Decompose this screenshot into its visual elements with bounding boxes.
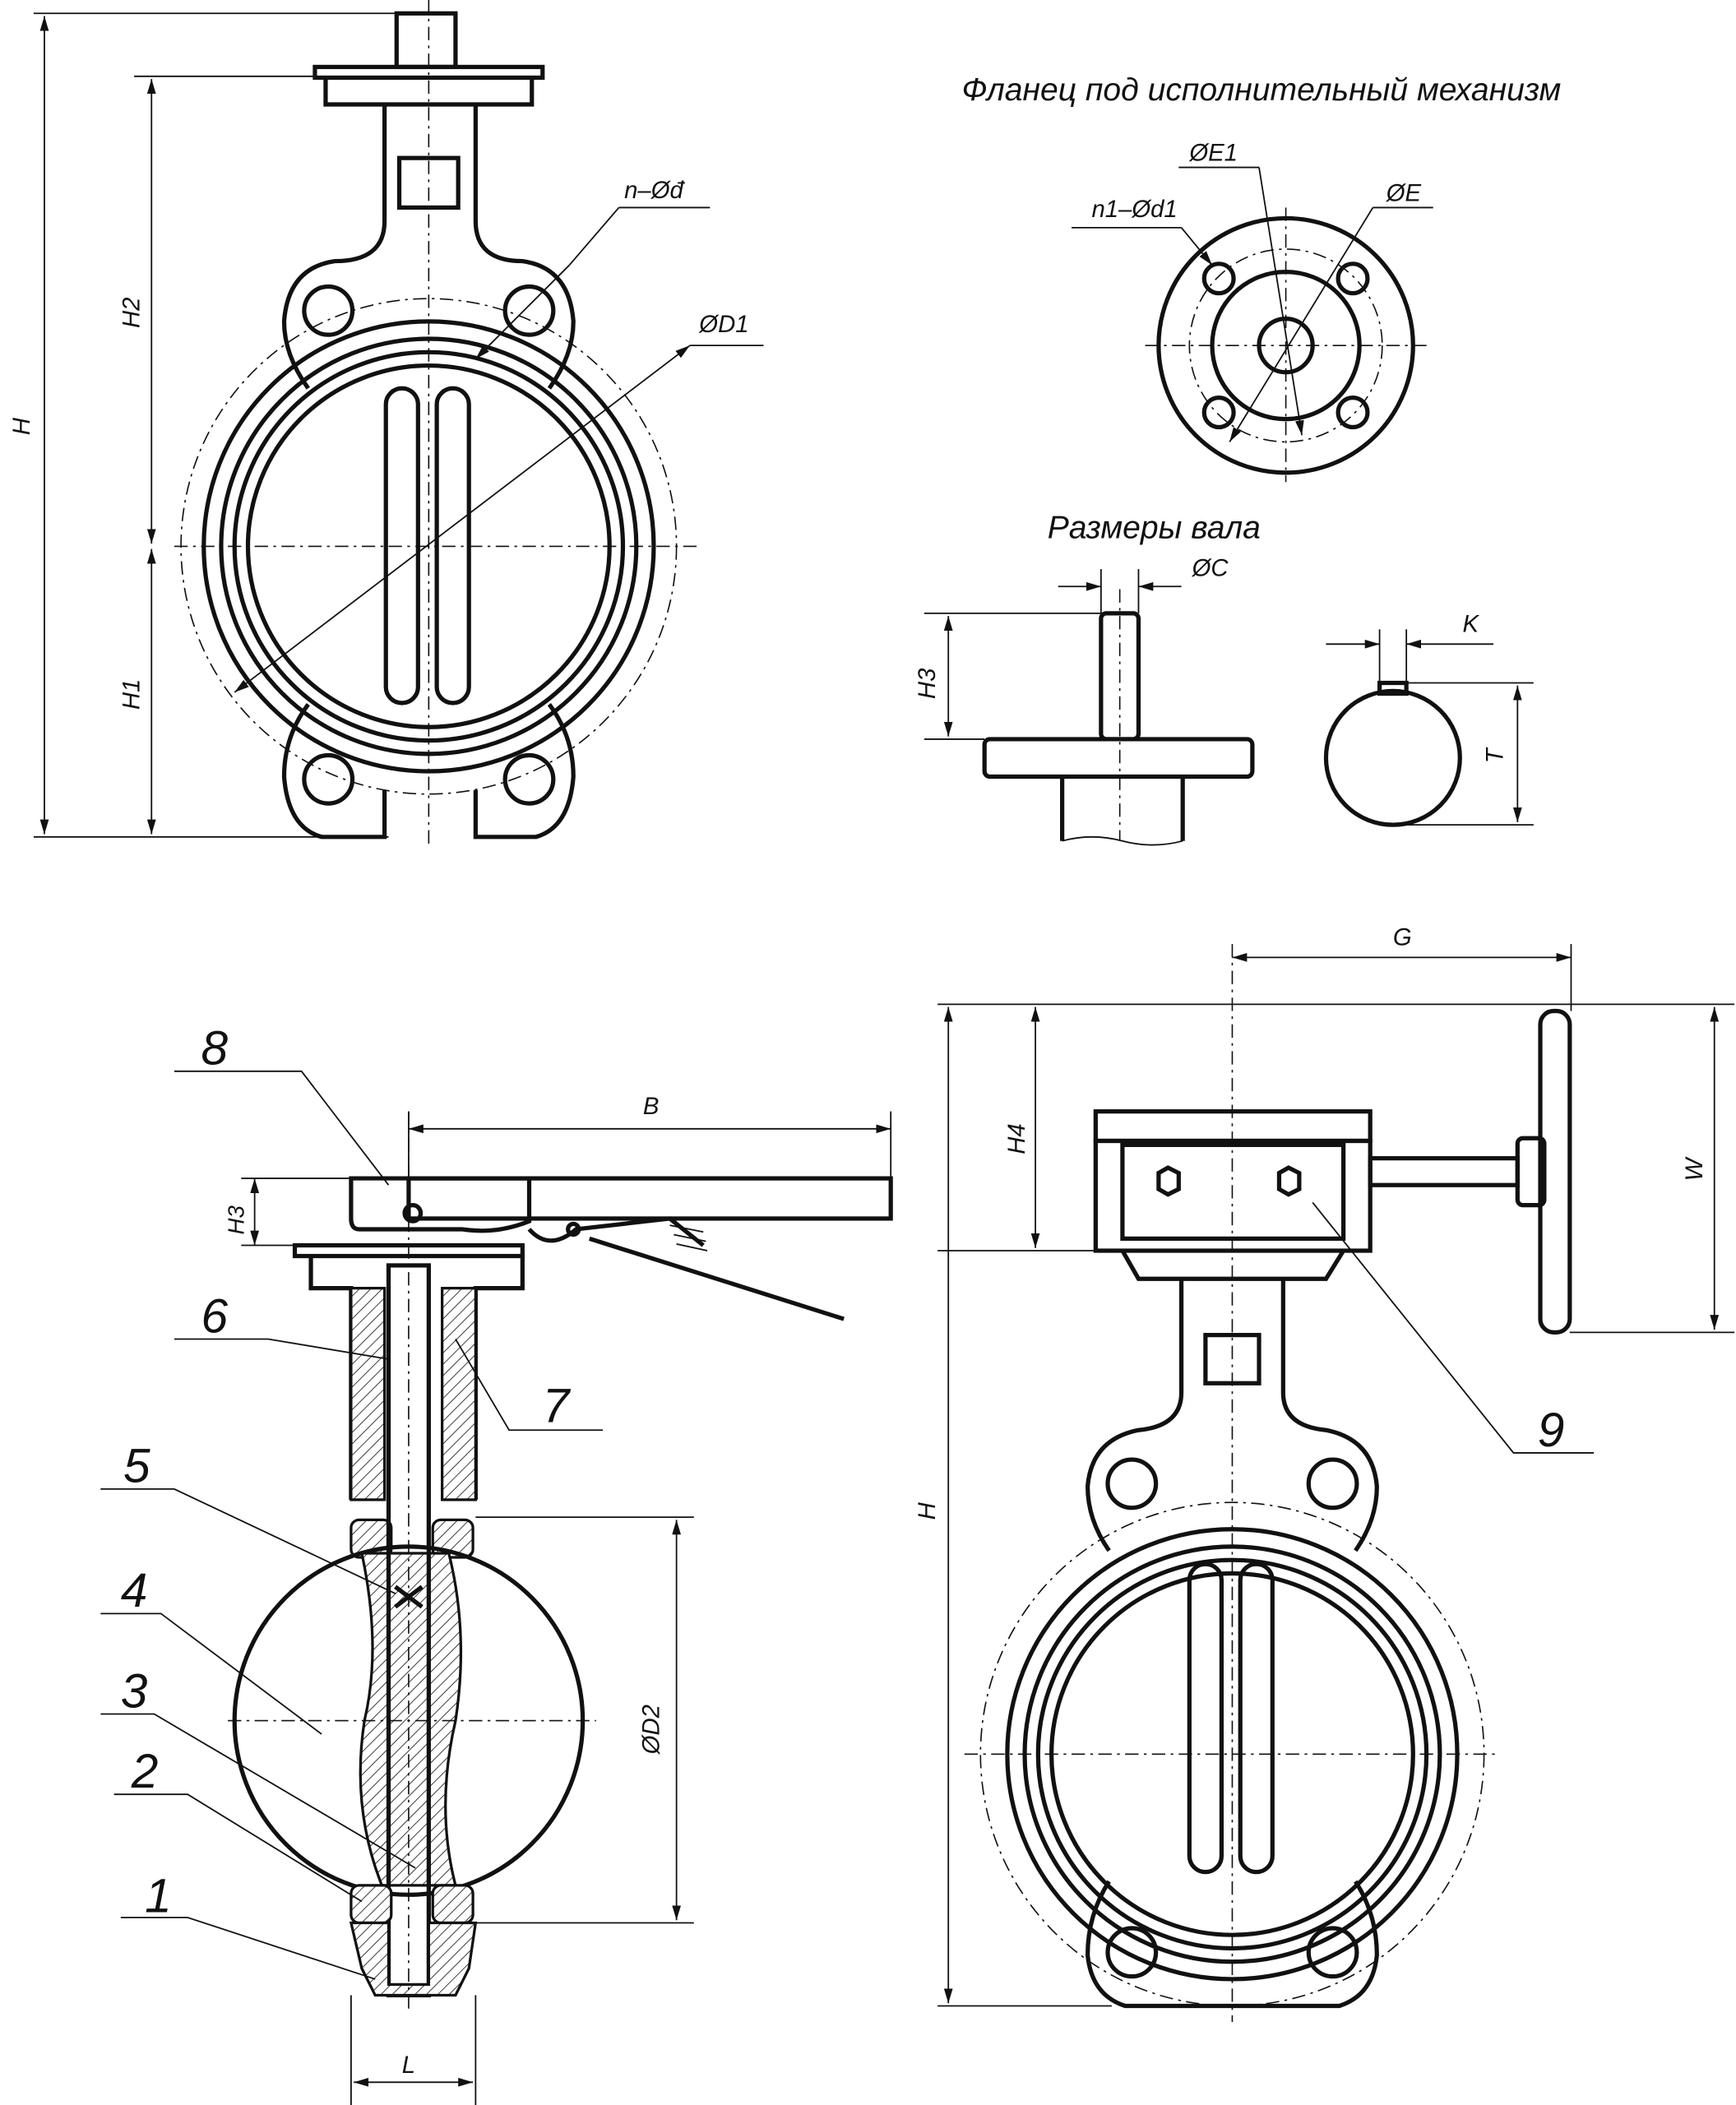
part-label-9: 9 <box>1538 1404 1565 1457</box>
dim-H3: H3 <box>914 668 941 699</box>
dim-D2: ØD2 <box>637 1705 664 1755</box>
dim-G: G <box>1393 924 1412 951</box>
dim-W: W <box>1681 1156 1708 1181</box>
dim-n-d: n–Øđ <box>624 177 685 204</box>
shaft-title: Размеры вала <box>1048 511 1261 546</box>
dim-H: H <box>8 417 35 435</box>
dim-E1: ØE1 <box>1188 139 1238 166</box>
actuator-flange <box>1072 166 1433 483</box>
front-view-top <box>33 0 764 847</box>
dim-L: L <box>402 2052 415 2079</box>
dim-H2: H2 <box>118 298 146 328</box>
dim-C: ØC <box>1192 554 1229 581</box>
dim-H-right: H <box>914 1501 941 1520</box>
dim-K: K <box>1463 611 1480 638</box>
part-label-7: 7 <box>543 1379 572 1432</box>
dim-B: B <box>643 1093 660 1120</box>
dim-H3-lower: H3 <box>224 1205 249 1234</box>
dim-H1: H1 <box>118 679 146 710</box>
gearbox-view <box>937 944 1735 2023</box>
section-view <box>100 1070 893 2105</box>
part-label-6: 6 <box>201 1289 229 1343</box>
shaft-detail <box>924 569 1534 846</box>
flange-title: Фланец под исполнительный механизм <box>961 72 1561 108</box>
dim-H4: H4 <box>1003 1123 1030 1154</box>
dim-D1: ØD1 <box>698 311 748 338</box>
part-label-3: 3 <box>121 1664 148 1718</box>
part-label-2: 2 <box>131 1745 159 1798</box>
dim-E: ØE <box>1386 179 1422 206</box>
dim-n1-d1: n1–Ød1 <box>1091 196 1177 223</box>
part-label-1: 1 <box>145 1869 172 1922</box>
part-label-4: 4 <box>121 1564 148 1617</box>
part-label-5: 5 <box>123 1440 150 1493</box>
part-label-8: 8 <box>201 1022 229 1076</box>
dim-T: T <box>1481 747 1508 763</box>
